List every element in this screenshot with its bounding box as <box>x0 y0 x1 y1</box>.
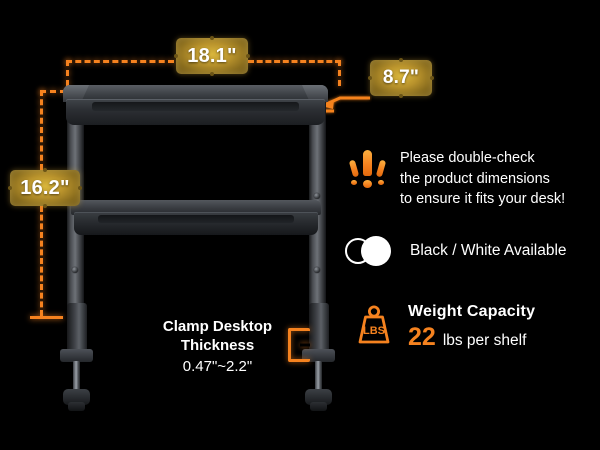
badge-depth-8-7: 8.7" <box>368 60 434 96</box>
height-guide-lower <box>40 206 43 316</box>
weight-text-block: Weight Capacity 22 lbs per shelf <box>408 303 535 350</box>
weight-capacity-title: Weight Capacity <box>408 303 536 320</box>
width-guide-right-segment <box>248 60 341 63</box>
exclamation-icon <box>348 148 388 192</box>
left-desk-clamp <box>56 303 96 415</box>
clamp-thickness-title-line2: Thickness <box>180 336 255 354</box>
warning-line-1: Please double-check <box>400 150 535 166</box>
two-circles-icon <box>345 236 397 266</box>
badge-width-18-1: 18.1" <box>174 38 250 74</box>
width-guide-left-drop <box>66 60 69 86</box>
width-guide-left-segment <box>66 60 174 63</box>
right-desk-clamp <box>298 303 338 415</box>
top-shelf <box>63 85 328 133</box>
clamp-thickness-range: 0.47"~2.2" <box>182 357 253 375</box>
weight-capacity-value: 22 <box>408 323 436 351</box>
height-guide-bottom-tick <box>30 316 63 319</box>
warning-line-2: the product dimensions <box>400 170 550 187</box>
feature-dimension-warning: Please double-check the product dimensio… <box>348 148 565 210</box>
height-guide-top-tick <box>40 90 66 93</box>
badge-height-16-2: 16.2" <box>8 170 82 206</box>
white-circle-icon <box>361 236 391 266</box>
warning-text-block: Please double-check the product dimensio… <box>400 148 565 210</box>
clamp-thickness-title-line1: Clamp Desktop <box>162 318 273 335</box>
badge-depth-label: 8.7" <box>382 67 420 88</box>
feature-weight-capacity: LBS Weight Capacity 22 lbs per shelf <box>352 303 535 350</box>
bottom-shelf <box>71 200 321 242</box>
clamp-thickness-label: Clamp Desktop Thickness 0.47"~2.2" <box>150 318 285 377</box>
badge-width-label: 18.1" <box>187 44 237 67</box>
color-options-label: Black / White Available <box>410 242 567 259</box>
warning-line-3: to ensure it fits your desk! <box>400 191 566 208</box>
weight-capacity-unit: lbs per shelf <box>442 332 527 349</box>
width-guide-right-drop <box>338 60 341 86</box>
feature-color-options: Black / White Available <box>345 236 567 266</box>
badge-height-label: 16.2" <box>20 176 70 199</box>
product-illustration <box>55 85 345 415</box>
weight-lbs-icon: LBS <box>358 305 390 344</box>
weight-icon-text: LBS <box>363 325 385 337</box>
height-guide-upper <box>40 90 43 170</box>
clamp-thickness-bracket <box>288 328 310 362</box>
